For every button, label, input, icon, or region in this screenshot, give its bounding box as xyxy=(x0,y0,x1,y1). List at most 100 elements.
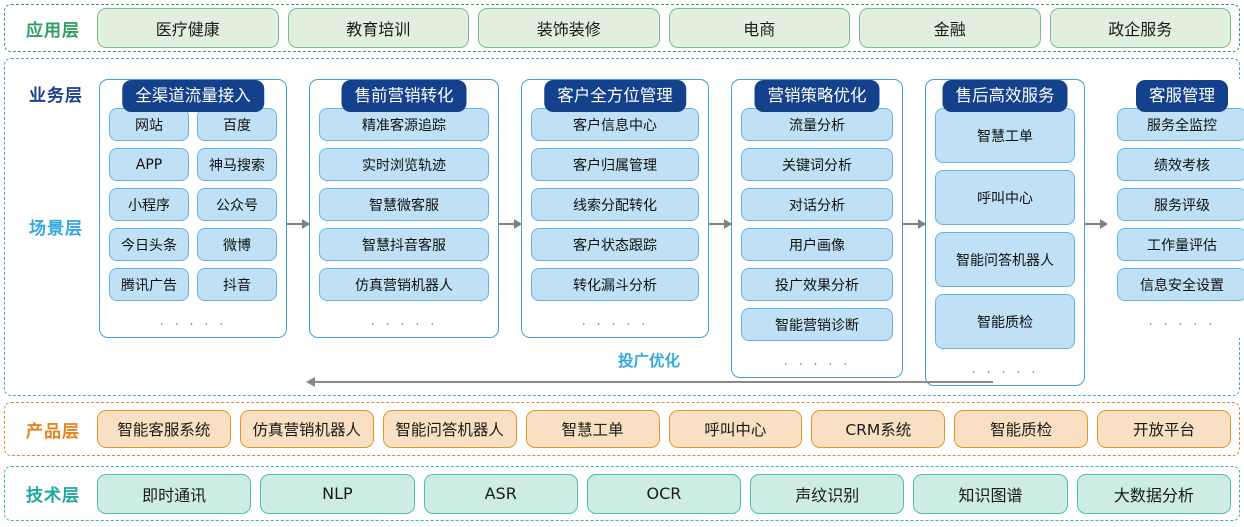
business-item[interactable]: 抖音 xyxy=(197,268,277,301)
application-item-3[interactable]: 装饰装修 xyxy=(478,8,660,48)
business-column-5: 售后高效服务智慧工单呼叫中心智能问答机器人智能质检 . . . . . xyxy=(925,65,1085,386)
business-item[interactable]: 微博 xyxy=(197,228,277,261)
product-item-8[interactable]: 开放平台 xyxy=(1097,410,1231,448)
business-column-ellipsis: . . . . . xyxy=(159,313,227,329)
application-item-2[interactable]: 教育培训 xyxy=(287,8,469,48)
business-item[interactable]: 线索分配转化 xyxy=(531,188,699,221)
business-column-header[interactable]: 售后高效服务 xyxy=(942,80,1068,113)
business-item[interactable]: 精准客源追踪 xyxy=(319,108,489,141)
business-column-box: 客服管理服务全监控绩效考核服务评级工作量评估信息安全设置 . . . . . xyxy=(1107,79,1244,338)
business-item[interactable]: 客户归属管理 xyxy=(531,148,699,181)
business-item[interactable]: 客户状态跟踪 xyxy=(531,228,699,261)
business-column-box: 营销策略优化流量分析关键词分析对话分析用户画像投广效果分析智能营销诊断 . . .… xyxy=(731,79,903,378)
business-column-ellipsis: . . . . . xyxy=(1148,313,1216,329)
business-item[interactable]: 信息安全设置 xyxy=(1117,268,1244,301)
flow-arrow-right-icon xyxy=(499,219,522,229)
business-column-ellipsis: . . . . . xyxy=(971,361,1039,377)
product-item-7[interactable]: 智能质检 xyxy=(954,410,1089,448)
business-column-header[interactable]: 全渠道流量接入 xyxy=(122,80,264,113)
application-item-1[interactable]: 医疗健康 xyxy=(97,8,279,48)
business-item[interactable]: 流量分析 xyxy=(741,108,893,141)
business-column-ellipsis: . . . . . xyxy=(581,313,649,329)
business-item[interactable]: 智慧抖音客服 xyxy=(319,228,489,261)
business-item[interactable]: 智能质检 xyxy=(935,294,1075,349)
business-item[interactable]: 今日头条 xyxy=(109,228,189,261)
business-column-items: 服务全监控绩效考核服务评级工作量评估信息安全设置 . . . . . xyxy=(1117,108,1244,329)
flow-arrow-right-icon xyxy=(1085,219,1108,229)
business-layer-label: 业务层 xyxy=(29,86,83,106)
application-item-6[interactable]: 政企服务 xyxy=(1049,8,1231,48)
business-item[interactable]: 转化漏斗分析 xyxy=(531,268,699,301)
product-item-1[interactable]: 智能客服系统 xyxy=(97,410,231,448)
technology-item-7[interactable]: 大数据分析 xyxy=(1076,473,1231,514)
business-item[interactable]: 百度 xyxy=(197,108,277,141)
business-item[interactable]: 服务全监控 xyxy=(1117,108,1244,141)
business-item[interactable]: 网站 xyxy=(109,108,189,141)
product-item-4[interactable]: 智慧工单 xyxy=(525,410,660,448)
business-column-ellipsis: . . . . . xyxy=(783,353,851,369)
business-column-header[interactable]: 售前营销转化 xyxy=(341,80,467,113)
business-item[interactable]: 投广效果分析 xyxy=(741,268,893,301)
business-column-ellipsis: . . . . . xyxy=(370,313,438,329)
business-column-header[interactable]: 客户全方位管理 xyxy=(544,80,686,113)
application-item-4[interactable]: 电商 xyxy=(668,8,850,48)
business-column-box: 售后高效服务智慧工单呼叫中心智能问答机器人智能质检 . . . . . xyxy=(925,79,1085,386)
business-item[interactable]: 工作量评估 xyxy=(1117,228,1244,261)
technology-item-6[interactable]: 知识图谱 xyxy=(913,473,1068,514)
feedback-arrow-line xyxy=(306,377,993,386)
product-layer-label: 产品层 xyxy=(26,421,80,442)
business-item[interactable]: 绩效考核 xyxy=(1117,148,1244,181)
business-column-items: 客户信息中心客户归属管理线索分配转化客户状态跟踪转化漏斗分析 . . . . . xyxy=(531,108,699,329)
application-layer-items: 医疗健康教育培训装饰装修电商金融政企服务 xyxy=(95,8,1239,48)
business-column-box: 客户全方位管理客户信息中心客户归属管理线索分配转化客户状态跟踪转化漏斗分析 . .… xyxy=(521,79,709,338)
business-column-box: 售前营销转化精准客源追踪实时浏览轨迹智慧微客服智慧抖音客服仿真营销机器人 . . … xyxy=(309,79,499,338)
application-layer: 应用层 医疗健康教育培训装饰装修电商金融政企服务 xyxy=(4,4,1240,52)
product-item-2[interactable]: 仿真营销机器人 xyxy=(239,410,374,448)
product-item-5[interactable]: 呼叫中心 xyxy=(668,410,803,448)
technology-layer-label: 技术层 xyxy=(26,486,80,506)
business-column-3: 客户全方位管理客户信息中心客户归属管理线索分配转化客户状态跟踪转化漏斗分析 . .… xyxy=(521,65,709,338)
business-column-header[interactable]: 客服管理 xyxy=(1136,80,1228,113)
business-item[interactable]: 智能问答机器人 xyxy=(935,232,1075,287)
business-item[interactable]: 实时浏览轨迹 xyxy=(319,148,489,181)
business-item[interactable]: 客户信息中心 xyxy=(531,108,699,141)
business-column-items: 流量分析关键词分析对话分析用户画像投广效果分析智能营销诊断 . . . . . xyxy=(741,108,893,369)
flow-arrow-right-icon xyxy=(709,219,732,229)
business-item[interactable]: APP xyxy=(109,148,189,181)
business-column-2: 售前营销转化精准客源追踪实时浏览轨迹智慧微客服智慧抖音客服仿真营销机器人 . . … xyxy=(309,65,499,338)
business-item[interactable]: 用户画像 xyxy=(741,228,893,261)
technology-item-4[interactable]: OCR xyxy=(586,473,742,514)
flow-arrow-right-icon xyxy=(903,219,926,229)
technology-item-5[interactable]: 声纹识别 xyxy=(750,473,905,514)
business-item[interactable]: 神马搜索 xyxy=(197,148,277,181)
business-item[interactable]: 对话分析 xyxy=(741,188,893,221)
product-item-6[interactable]: CRM系统 xyxy=(811,410,946,448)
business-column-header[interactable]: 营销策略优化 xyxy=(754,80,880,113)
business-item[interactable]: 腾讯广告 xyxy=(109,268,189,301)
business-item[interactable]: 小程序 xyxy=(109,188,189,221)
business-item[interactable]: 仿真营销机器人 xyxy=(319,268,489,301)
business-item[interactable]: 公众号 xyxy=(197,188,277,221)
technology-item-3[interactable]: ASR xyxy=(423,473,578,514)
business-item[interactable]: 服务评级 xyxy=(1117,188,1244,221)
business-item[interactable]: 呼叫中心 xyxy=(935,170,1075,225)
business-column-items: 精准客源追踪实时浏览轨迹智慧微客服智慧抖音客服仿真营销机器人 . . . . . xyxy=(319,108,489,329)
business-column-4: 营销策略优化流量分析关键词分析对话分析用户画像投广效果分析智能营销诊断 . . .… xyxy=(731,65,903,378)
feedback-arrow-group: 投广优化 xyxy=(305,349,993,389)
application-item-5[interactable]: 金融 xyxy=(859,8,1041,48)
business-item[interactable]: 智能营销诊断 xyxy=(741,308,893,341)
product-item-3[interactable]: 智能问答机器人 xyxy=(382,410,517,448)
business-item[interactable]: 智慧工单 xyxy=(935,108,1075,163)
business-item[interactable]: 智慧微客服 xyxy=(319,188,489,221)
technology-item-1[interactable]: 即时通讯 xyxy=(97,473,252,514)
technology-item-2[interactable]: NLP xyxy=(260,473,415,514)
business-item[interactable]: 关键词分析 xyxy=(741,148,893,181)
flow-arrow-right-icon xyxy=(287,219,310,229)
